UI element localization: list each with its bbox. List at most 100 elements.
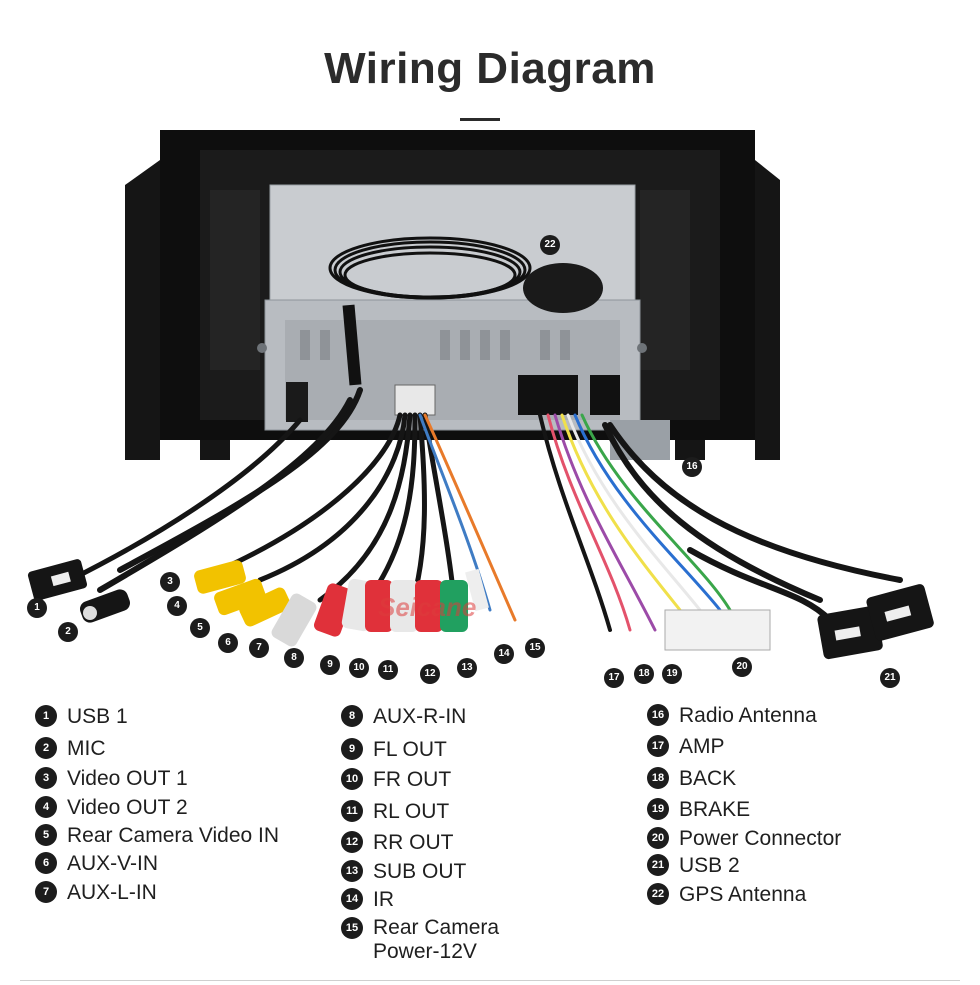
legend-item: 8 AUX-R-IN [341,704,466,730]
callout-3: 3 [160,572,180,592]
legend-number-badge: 10 [341,768,363,790]
legend-item: 6 AUX-V-IN [35,851,158,877]
mic-plug [79,589,131,623]
legend-item: 10 FR OUT [341,767,451,793]
legend-number-badge: 11 [341,800,363,822]
legend-label: BACK [679,767,737,790]
usb1-plug [27,559,88,601]
legend-item: 15 Rear Camera Power-12V [341,916,523,964]
page-title: Wiring Diagram [324,44,656,93]
callout-6: 6 [218,633,238,653]
legend-item: 12 RR OUT [341,830,454,856]
rca-connectors [194,560,489,647]
legend-item: 9 FL OUT [341,737,447,763]
callout-17: 17 [604,668,624,688]
legend-label: USB 1 [67,705,128,728]
callout-12: 12 [420,664,440,684]
right-cable-harness [538,413,903,632]
callout-8: 8 [284,648,304,668]
callout-15: 15 [525,638,545,658]
legend-item: 1 USB 1 [35,704,128,730]
legend-label: GPS Antenna [679,883,807,906]
legend-label: AMP [679,735,725,758]
callout-1: 1 [27,598,47,618]
legend-label: AUX-R-IN [373,705,467,728]
callout-22: 22 [540,235,560,255]
callout-5: 5 [190,618,210,638]
legend-item: 19 BRAKE [647,797,750,823]
callout-20: 20 [732,657,752,677]
legend-label: Radio Antenna [679,704,817,727]
legend-item: 5 Rear Camera Video IN [35,823,279,849]
legend-label: Power Connector [679,827,842,850]
legend-label: RR OUT [373,831,454,854]
legend-label: Rear Camera Video IN [67,824,280,847]
legend-label: BRAKE [679,798,751,821]
legend-item: 16 Radio Antenna [647,703,817,729]
power-connector-plug [664,609,771,651]
legend-label: AUX-V-IN [67,852,159,875]
legend-item: 4 Video OUT 2 [35,795,188,821]
legend-number-badge: 4 [35,796,57,818]
legend-label: SUB OUT [373,860,467,883]
legend-label: IR [373,888,394,911]
legend-number-badge: 5 [35,824,57,846]
legend-number-badge: 18 [647,767,669,789]
callout-14: 14 [494,644,514,664]
legend-item: 20 Power Connector [647,826,841,852]
legend-item: 2 MIC [35,736,106,762]
legend-label: Video OUT 1 [67,767,188,790]
legend-number-badge: 2 [35,737,57,759]
watermark: Seicane [378,592,477,622]
legend-number-badge: 13 [341,860,363,882]
callout-13: 13 [457,658,477,678]
legend-number-badge: 6 [35,852,57,874]
legend-number-badge: 17 [647,735,669,757]
usb2-plugs [817,584,934,660]
legend-number-badge: 19 [647,798,669,820]
legend-item: 17 AMP [647,734,725,760]
legend-label: USB 2 [679,854,740,877]
legend-number-badge: 9 [341,738,363,760]
legend-number-badge: 1 [35,705,57,727]
legend-label: FL OUT [373,738,447,761]
bottom-divider [20,980,960,981]
legend-item: 3 Video OUT 1 [35,766,188,792]
legend-label: AUX-L-IN [67,881,157,904]
legend-label: MIC [67,737,106,760]
legend-number-badge: 22 [647,883,669,905]
legend-label: Rear Camera Power-12V [373,916,500,963]
legend-label: RL OUT [373,800,450,823]
callout-9: 9 [320,655,340,675]
legend-number-badge: 21 [647,854,669,876]
legend-item: 22 GPS Antenna [647,882,806,908]
callout-2: 2 [58,622,78,642]
legend-number-badge: 12 [341,831,363,853]
legend-item: 14 IR [341,887,394,913]
legend-label: Video OUT 2 [67,796,188,819]
callout-16: 16 [682,457,702,477]
legend-number-badge: 15 [341,917,363,939]
legend-item: 13 SUB OUT [341,859,466,885]
callout-4: 4 [167,596,187,616]
metal-chassis [257,184,647,431]
callout-10: 10 [349,658,369,678]
callout-19: 19 [662,664,682,684]
gps-antenna-cable [328,236,532,300]
legend-number-badge: 8 [341,705,363,727]
callout-21: 21 [880,668,900,688]
legend-number-badge: 20 [647,827,669,849]
legend-number-badge: 3 [35,767,57,789]
callout-18: 18 [634,664,654,684]
legend-label: FR OUT [373,768,452,791]
legend-number-badge: 16 [647,704,669,726]
legend-item: 11 RL OUT [341,799,449,825]
legend-item: 18 BACK [647,766,736,792]
legend-number-badge: 14 [341,888,363,910]
gps-antenna-puck [523,263,603,313]
stereo-unit-illustration [27,130,934,660]
legend-item: 21 USB 2 [647,853,740,879]
title-underline [460,118,500,121]
callout-7: 7 [249,638,269,658]
